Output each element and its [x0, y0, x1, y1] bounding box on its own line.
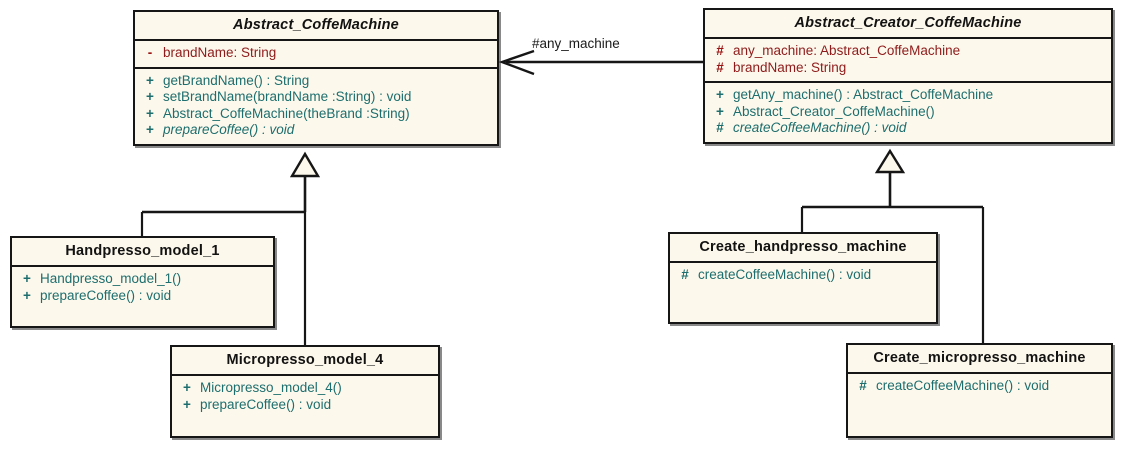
class-title: Abstract_Creator_CoffeMachine — [794, 15, 1022, 31]
operation-row: + setBrandName(brandName :String) : void — [135, 89, 497, 106]
class-micropresso-model-4[interactable]: Micropresso_model_4 + Micropresso_model_… — [170, 345, 440, 438]
operation-row: + Micropresso_model_4() — [172, 380, 438, 397]
class-handpresso-model-1[interactable]: Handpresso_model_1 + Handpresso_model_1(… — [10, 236, 275, 328]
visibility-marker: - — [147, 45, 153, 60]
attribute-text: brandName: String — [733, 59, 847, 75]
operation-text: createCoffeeMachine() : void — [876, 378, 1050, 393]
class-title: Handpresso_model_1 — [65, 243, 220, 259]
class-create-handpresso-machine[interactable]: Create_handpresso_machine # createCoffee… — [668, 232, 938, 324]
attribute-text: brandName: String — [163, 45, 277, 60]
operations-compartment: + Micropresso_model_4() + prepareCoffee(… — [172, 374, 438, 418]
operations-compartment: + getBrandName() : String + setBrandName… — [135, 66, 497, 144]
visibility-marker: + — [716, 87, 724, 102]
visibility-marker: # — [681, 267, 689, 282]
visibility-marker: # — [716, 59, 724, 75]
visibility-marker: + — [23, 271, 31, 286]
attributes-compartment: - brandName: String — [135, 39, 497, 67]
visibility-marker: + — [146, 89, 154, 104]
operations-compartment: + getAny_machine() : Abstract_CoffeMachi… — [705, 81, 1111, 142]
attributes-compartment: # any_machine: Abstract_CoffeMachine # b… — [705, 37, 1111, 81]
operation-row: + Abstract_CoffeMachine(theBrand :String… — [135, 106, 497, 123]
attribute-row: - brandName: String — [135, 45, 497, 62]
operations-compartment: # createCoffeeMachine() : void — [848, 372, 1111, 400]
class-title: Abstract_CoffeMachine — [233, 17, 399, 33]
operation-text: Handpresso_model_1() — [40, 271, 182, 286]
class-abstract-coffemachine[interactable]: Abstract_CoffeMachine - brandName: Strin… — [133, 10, 499, 146]
operation-row: + getBrandName() : String — [135, 73, 497, 90]
visibility-marker: + — [23, 287, 31, 303]
operation-text: Abstract_Creator_CoffeMachine() — [733, 103, 935, 119]
visibility-marker: + — [183, 396, 191, 412]
operation-text: setBrandName(brandName :String) : void — [163, 89, 412, 104]
class-title: Create_handpresso_machine — [699, 239, 907, 255]
association-label: #any_machine — [532, 36, 620, 51]
operation-row: + Handpresso_model_1() — [12, 271, 273, 288]
operation-row: + prepareCoffee() : void — [172, 397, 438, 414]
operation-row: # createCoffeeMachine() : void — [848, 378, 1111, 395]
operation-row: # createCoffeeMachine() : void — [705, 120, 1111, 137]
class-title: Create_micropresso_machine — [873, 350, 1086, 366]
visibility-marker: + — [146, 105, 154, 121]
operation-text: Abstract_CoffeMachine(theBrand :String) — [163, 105, 410, 121]
visibility-marker: # — [716, 120, 724, 135]
operations-compartment: + Handpresso_model_1() + prepareCoffee()… — [12, 265, 273, 309]
operation-text: getBrandName() : String — [163, 72, 310, 88]
class-title: Micropresso_model_4 — [226, 352, 384, 368]
operation-row: + prepareCoffee() : void — [12, 288, 273, 305]
operation-row: + Abstract_Creator_CoffeMachine() — [705, 104, 1111, 121]
operation-row: + prepareCoffee() : void — [135, 122, 497, 139]
operation-row: + getAny_machine() : Abstract_CoffeMachi… — [705, 87, 1111, 104]
visibility-marker: + — [716, 103, 724, 119]
operation-row: # createCoffeeMachine() : void — [670, 267, 936, 284]
operation-text: createCoffeeMachine() : void — [733, 120, 907, 135]
visibility-marker: + — [146, 122, 154, 137]
class-create-micropresso-machine[interactable]: Create_micropresso_machine # createCoffe… — [846, 343, 1113, 438]
attribute-row: # any_machine: Abstract_CoffeMachine — [705, 43, 1111, 60]
operation-text: prepareCoffee() : void — [163, 122, 295, 137]
association-any-machine — [498, 49, 703, 76]
operation-text: prepareCoffee() : void — [40, 287, 172, 303]
attribute-row: # brandName: String — [705, 60, 1111, 77]
visibility-marker: + — [183, 380, 191, 395]
operation-text: createCoffeeMachine() : void — [698, 267, 872, 282]
visibility-marker: # — [859, 378, 867, 393]
operation-text: prepareCoffee() : void — [200, 396, 332, 412]
visibility-marker: # — [716, 43, 724, 58]
visibility-marker: + — [146, 72, 154, 88]
operation-text: getAny_machine() : Abstract_CoffeMachine — [733, 87, 994, 102]
class-abstract-creator-coffemachine[interactable]: Abstract_Creator_CoffeMachine # any_mach… — [703, 8, 1113, 144]
operations-compartment: # createCoffeeMachine() : void — [670, 261, 936, 289]
operation-text: Micropresso_model_4() — [200, 380, 342, 395]
attribute-text: any_machine: Abstract_CoffeMachine — [733, 43, 961, 58]
